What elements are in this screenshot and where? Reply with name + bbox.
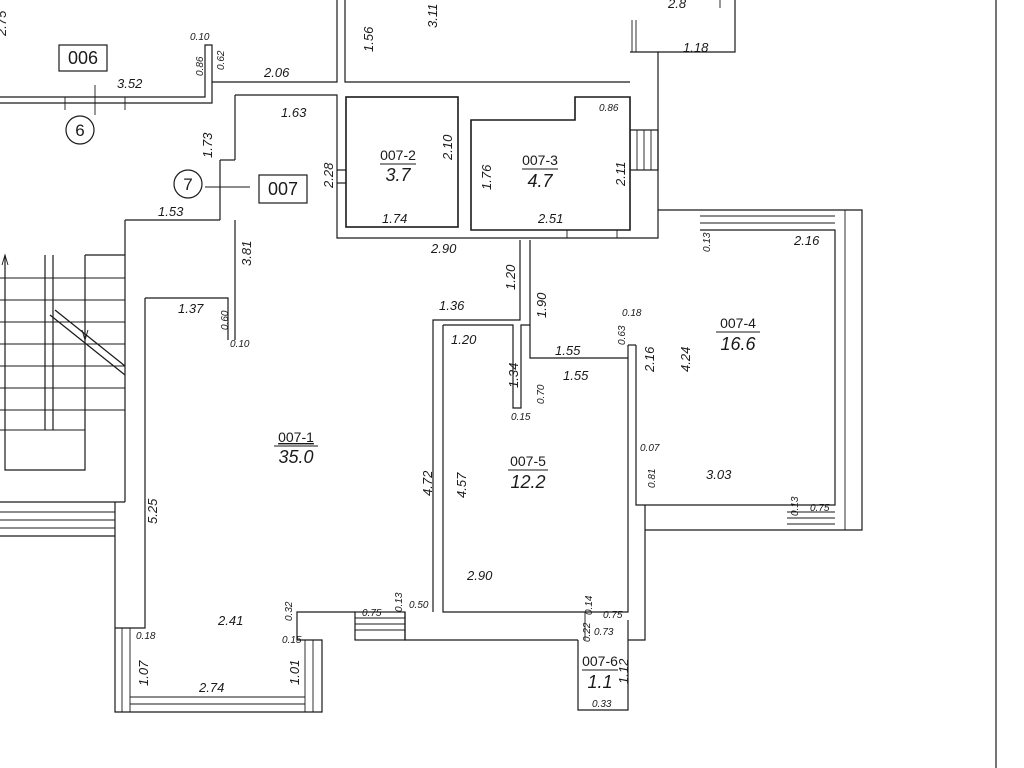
room-area: 1.1 (587, 672, 612, 692)
dimension-label: 0.18 (622, 308, 642, 319)
dimension-label: 2.16 (642, 346, 657, 373)
dimension-labels: 2.75 3.11 1.56 2.8 1.18 0.10 0.62 0.86 2… (0, 0, 830, 710)
dimension-label: 1.34 (506, 363, 521, 388)
dimension-label: 4.57 (454, 472, 469, 498)
dimension-label: 0.73 (594, 627, 614, 638)
axis-label: 6 (75, 121, 84, 140)
dimension-label: 0.13 (394, 592, 405, 612)
dimension-label: 3.52 (117, 76, 143, 91)
room-area: 35.0 (278, 447, 313, 467)
dimension-label: 0.81 (647, 469, 658, 488)
dimension-label: 1.90 (534, 292, 549, 318)
dimension-label: 4.24 (678, 347, 693, 372)
dimension-label: 1.63 (281, 105, 307, 120)
staircase (0, 253, 126, 471)
dimension-label: 0.86 (599, 103, 619, 114)
dimension-label: 4.72 (420, 470, 435, 496)
dimension-label: 0.22 (582, 622, 593, 642)
dimension-label: 0.07 (640, 443, 660, 454)
room-007-3: 007-3 4.7 (522, 152, 558, 191)
dimension-label: 0.13 (702, 232, 713, 252)
dimension-label: 0.63 (617, 325, 628, 345)
dimension-label: 2.75 (0, 10, 9, 37)
dimension-label: 3.03 (706, 467, 732, 482)
dimension-label: 0.62 (216, 50, 227, 70)
room-area: 4.7 (527, 171, 553, 191)
room-007-4: 007-4 16.6 (716, 315, 760, 354)
room-area: 12.2 (510, 472, 545, 492)
apartment-label: 007 (268, 179, 298, 199)
apartment-007: 007 (258, 174, 308, 204)
dimension-label: 1.36 (439, 298, 465, 313)
dimension-label: 0.75 (603, 610, 623, 621)
dimension-label: 1.55 (555, 343, 581, 358)
dimension-label: 1.76 (479, 164, 494, 190)
dimension-label: 1.55 (563, 368, 589, 383)
room-label: 007-2 (380, 147, 416, 163)
dimension-label: 2.90 (430, 241, 457, 256)
dimension-label: 0.75 (362, 608, 382, 619)
axis-6: 6 (65, 85, 96, 145)
dimension-label: 1.56 (361, 26, 376, 52)
room-area: 3.7 (385, 165, 411, 185)
apartment-006: 006 (58, 44, 108, 72)
dimension-label: 2.41 (217, 613, 243, 628)
room-007-1: 007-1 35.0 (274, 429, 318, 467)
dimension-label: 2.28 (321, 162, 336, 189)
dimension-label: 0.60 (220, 310, 231, 330)
axis-label: 7 (183, 175, 192, 194)
dimension-label: 0.14 (584, 595, 595, 615)
room-007-6: 007-6 1.1 (582, 653, 618, 692)
dimension-label: 2.11 (613, 162, 628, 187)
axis-7: 7 (173, 169, 250, 199)
room-area: 16.6 (720, 334, 756, 354)
dimension-label: 5.25 (145, 498, 160, 524)
room-007-5: 007-5 12.2 (508, 453, 548, 492)
dimension-label: 0.15 (282, 635, 302, 646)
dimension-label: 1.01 (287, 660, 302, 685)
dimension-label: 1.07 (136, 660, 151, 686)
dimension-label: 0.32 (284, 601, 295, 621)
room-label: 007-5 (510, 453, 546, 469)
dimension-label: 0.75 (810, 503, 830, 514)
dimension-label: 0.70 (536, 384, 547, 404)
room-label: 007-3 (522, 152, 558, 168)
dimension-label: 1.12 (616, 658, 631, 684)
dimension-label: 2.8 (667, 0, 687, 11)
dimension-label: 0.18 (136, 631, 156, 642)
dimension-label: 0.10 (190, 32, 210, 43)
dimension-label: 2.10 (440, 134, 455, 161)
dimension-label: 0.10 (230, 339, 250, 350)
dimension-label: 0.13 (790, 496, 801, 516)
room-label: 007-1 (278, 429, 314, 445)
dimension-label: 0.50 (409, 600, 429, 611)
dimension-label: 1.20 (503, 264, 518, 290)
walls (0, 0, 863, 713)
dimension-label: 0.15 (511, 412, 531, 423)
dimension-label: 2.90 (466, 568, 493, 583)
dimension-label: 1.73 (200, 132, 215, 158)
dimension-label: 3.11 (425, 4, 440, 28)
dimension-label: 2.74 (198, 680, 224, 695)
dimension-label: 1.20 (451, 332, 477, 347)
dimension-label: 2.16 (793, 233, 820, 248)
dimension-label: 1.53 (158, 204, 184, 219)
dimension-label: 1.37 (178, 301, 204, 316)
dimension-label: 0.86 (195, 56, 206, 76)
dimension-label: 1.74 (382, 211, 407, 226)
dimension-label: 3.81 (239, 241, 254, 266)
room-007-2: 007-2 3.7 (380, 147, 416, 185)
room-label: 007-4 (720, 315, 756, 331)
dimension-label: 2.51 (537, 211, 563, 226)
dimension-label: 2.06 (263, 65, 290, 80)
apartment-label: 006 (68, 48, 98, 68)
dimension-label: 0.33 (592, 699, 612, 710)
room-label: 007-6 (582, 653, 618, 669)
dimension-label: 1.18 (683, 40, 709, 55)
